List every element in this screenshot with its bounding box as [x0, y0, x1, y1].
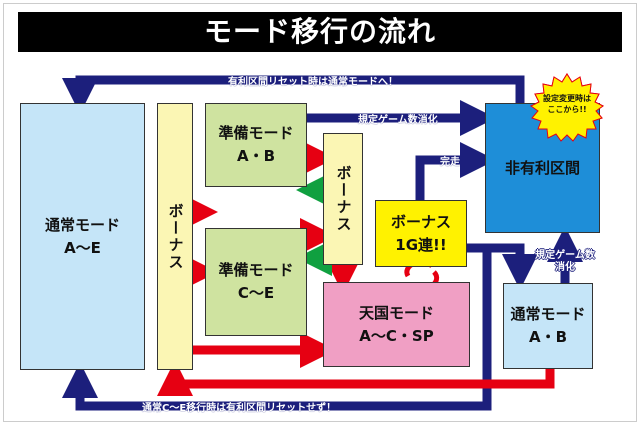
box-subtitle: 1G連!!	[395, 235, 447, 254]
page-title: モード移行の流れ	[18, 12, 622, 52]
label-games-consumed-2: 規定ゲーム数消化	[530, 250, 600, 274]
box-title: ボーナス	[390, 212, 451, 231]
box-title: 非有利区間	[504, 158, 580, 177]
arrow-to-normalae-bottom	[62, 248, 492, 411]
badge-line: ここから!!	[547, 105, 587, 114]
label-games-consumed: 規定ゲーム数消化	[358, 115, 438, 126]
label-reset-to-normal: 有利区間リセット時は通常モードへ！	[228, 77, 398, 88]
arrow-reset-to-normal	[62, 75, 525, 114]
badge-line: 設定変更時は	[543, 94, 591, 103]
label-line: 規定ゲーム数	[535, 250, 595, 261]
box-subtitle: C〜E	[237, 284, 275, 302]
arrow-complete	[415, 142, 496, 200]
prep-mode-c-e-box: 準備モード C〜E	[205, 228, 307, 336]
prep-mode-a-b-box: 準備モード A・B	[205, 103, 307, 187]
box-title: 準備モード	[218, 261, 294, 279]
setting-change-badge: 設定変更時はここから!!	[535, 78, 599, 130]
label-line: 消化	[555, 262, 575, 273]
box-subtitle: A・B	[528, 328, 568, 346]
box-subtitle: A・B	[236, 147, 276, 165]
box-title: 準備モード	[218, 124, 294, 142]
box-subtitle: A〜E	[64, 238, 101, 257]
bonus-1g-box: ボーナス 1G連!!	[375, 200, 467, 267]
label-complete: 完走	[440, 157, 460, 168]
normal-mode-a-b-box: 通常モード A・B	[503, 283, 593, 369]
box-title: ボーナス	[334, 165, 353, 233]
arrow-1g-to-normalab	[467, 243, 538, 290]
frame	[3, 3, 637, 422]
bonus-small-box: ボーナス	[323, 133, 363, 265]
box-title: 天国モード	[358, 303, 434, 322]
heaven-mode-box: 天国モード A〜C・SP	[323, 282, 470, 367]
box-title: 通常モード	[44, 215, 120, 234]
box-subtitle: A〜C・SP	[359, 326, 434, 345]
arrow-normalab-to-bonus	[157, 360, 555, 396]
box-title: ボーナス	[166, 202, 185, 271]
normal-mode-a-e-box: 通常モード A〜E	[20, 103, 145, 370]
label-no-reset: 通常C〜E移行時は有利区間リセットせず！	[142, 403, 337, 414]
box-title: 通常モード	[510, 305, 586, 323]
bonus-column-box: ボーナス	[157, 103, 193, 370]
